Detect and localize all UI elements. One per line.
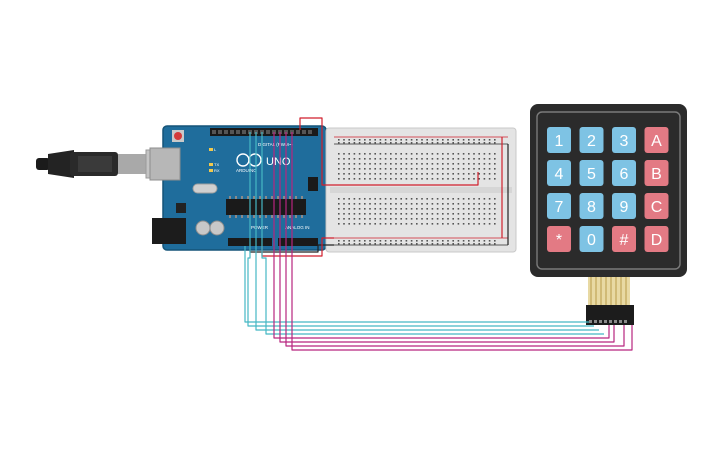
keypad-key-face	[579, 127, 604, 153]
board-model: UNO	[266, 156, 291, 168]
digital-header-text: DIGITAL (PWM~)	[258, 142, 293, 147]
wire-row-3[interactable]	[285, 132, 625, 347]
led-tx-label: TX	[214, 162, 219, 167]
capacitor-2	[209, 220, 225, 236]
crystal-oscillator	[192, 183, 218, 194]
keypad-key-label: 2	[587, 133, 596, 150]
keypad-key-4[interactable]: 4	[547, 160, 571, 186]
keypad[interactable]: 1 2 3 A 4 5 6 B 7 8 9 C * 0 # D	[530, 104, 687, 325]
wire-row-4[interactable]	[291, 132, 633, 351]
keypad-key-face	[612, 226, 636, 252]
keypad-key-2[interactable]: 2	[579, 127, 604, 153]
keypad-connector-pins	[589, 320, 627, 323]
keypad-key-face	[547, 193, 571, 219]
led-l	[209, 148, 213, 151]
led-l-label: L	[214, 147, 217, 152]
keypad-key-face	[612, 160, 636, 186]
keypad-keys: 1 2 3 A 4 5 6 B 7 8 9 C * 0 # D	[547, 127, 669, 252]
keypad-key-label: 0	[587, 232, 596, 249]
keypad-key-face	[644, 226, 669, 252]
keypad-key-0[interactable]: 0	[579, 226, 604, 252]
wire-row-2[interactable]	[279, 132, 615, 343]
breadboard-holes	[338, 139, 496, 245]
analog-header-text: ANALOG IN	[285, 225, 310, 230]
keypad-key-5[interactable]: 5	[579, 160, 604, 186]
voltage-regulator	[176, 203, 186, 213]
power-header-text: POWER	[251, 225, 269, 230]
keypad-key-*[interactable]: *	[547, 226, 571, 252]
keypad-bezel	[536, 111, 681, 270]
keypad-key-face	[644, 160, 669, 186]
wire-col-2[interactable]	[247, 132, 594, 327]
keypad-key-face	[612, 193, 636, 219]
keypad-key-label: *	[556, 232, 562, 249]
keypad-key-8[interactable]: 8	[579, 193, 604, 219]
keypad-key-label: D	[651, 232, 663, 249]
keypad-key-face	[644, 127, 669, 153]
led-tx	[209, 163, 213, 166]
reset-button-cap	[174, 132, 182, 140]
keypad-ribbon	[588, 277, 630, 305]
keypad-key-face	[547, 160, 571, 186]
keypad-key-label: 4	[555, 166, 564, 183]
keypad-key-1[interactable]: 1	[547, 127, 571, 153]
keypad-key-face	[644, 193, 669, 219]
keypad-key-label: 3	[620, 133, 629, 150]
keypad-key-6[interactable]: 6	[612, 160, 636, 186]
wire-col-3[interactable]	[255, 132, 599, 331]
keypad-key-C[interactable]: C	[644, 193, 669, 219]
keypad-key-face	[547, 127, 571, 153]
keypad-key-3[interactable]: 3	[612, 127, 636, 153]
led-rx	[209, 169, 213, 172]
keypad-key-face	[612, 127, 636, 153]
wire-col-1[interactable]	[244, 246, 589, 323]
keypad-key-face	[579, 193, 604, 219]
power-jack	[152, 218, 186, 244]
keypad-key-label: C	[651, 199, 663, 216]
wires	[244, 117, 633, 351]
atmega-chip-legs	[229, 196, 303, 218]
center-channel	[330, 187, 512, 193]
breadboard	[325, 127, 517, 253]
keypad-key-label: B	[651, 166, 662, 183]
keypad-key-#[interactable]: #	[612, 226, 636, 252]
capacitor-1	[195, 220, 211, 236]
keypad-key-A[interactable]: A	[644, 127, 669, 153]
arduino-logo	[236, 153, 262, 167]
board-brand: ARDUINO	[236, 168, 257, 173]
keypad-key-B[interactable]: B	[644, 160, 669, 186]
keypad-key-face	[547, 226, 571, 252]
led-rx-label: RX	[214, 168, 220, 173]
keypad-key-label: 5	[587, 166, 596, 183]
keypad-key-D[interactable]: D	[644, 226, 669, 252]
keypad-key-label: 6	[620, 166, 629, 183]
analog-header	[278, 238, 318, 246]
keypad-key-label: A	[651, 133, 662, 150]
wire-col-4[interactable]	[261, 132, 604, 335]
keypad-key-7[interactable]: 7	[547, 193, 571, 219]
keypad-key-9[interactable]: 9	[612, 193, 636, 219]
keypad-key-label: 9	[620, 199, 629, 216]
usb-jack	[149, 147, 181, 181]
wire-5v[interactable]	[299, 117, 479, 186]
icsp-header	[308, 177, 318, 191]
keypad-key-label: #	[620, 232, 629, 249]
arduino-board[interactable]: DIGITAL (PWM~) UNO ARDUINO L TX RX	[149, 125, 327, 251]
atmega-chip	[226, 199, 306, 215]
keypad-key-face	[579, 226, 604, 252]
keypad-key-label: 8	[587, 199, 596, 216]
keypad-key-face	[579, 160, 604, 186]
keypad-key-label: 7	[555, 199, 564, 216]
keypad-key-label: 1	[555, 133, 564, 150]
wire-row-1[interactable]	[273, 132, 610, 339]
